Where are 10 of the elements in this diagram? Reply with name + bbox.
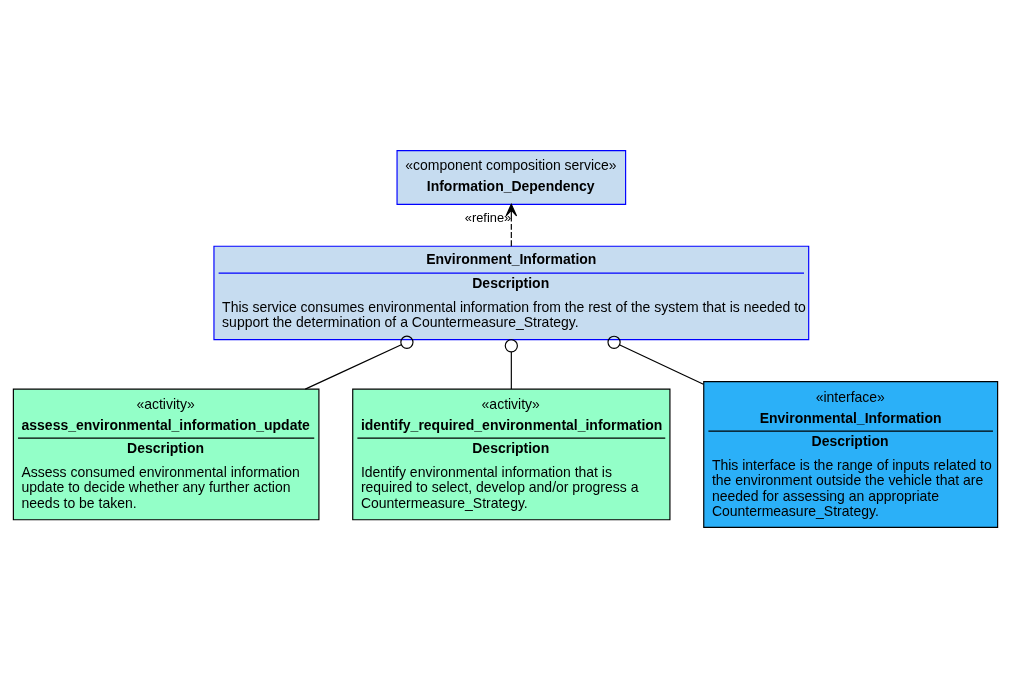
connector <box>504 338 518 390</box>
arrow <box>505 203 518 247</box>
node-box: Environment_Information Description This service consumes environmental information from the rest of the system that is needed to support the determination of a Countermeasure_Strategy. <box>213 245 810 340</box>
connector <box>607 335 704 385</box>
edge-label: «refine» <box>464 209 512 225</box>
node-box: «interface» Environmental_Information Description This interface is the range of inputs related to the environment outside the vehicle that are needed for assessing an appropriate Countermeasure_Strategy. <box>703 380 999 528</box>
node-box: «activity» identify_required_environmental_information Description Identify environmental information that is required to select, develop and/or progress a Countermeasure_Strategy. <box>352 388 671 520</box>
node-box: «component composition service» Information_Dependency <box>396 149 627 205</box>
connector <box>304 335 414 390</box>
node-box: «activity» assess_environmental_information_update Description Assess consumed environmental information update to decide whether any further action needs to be taken. <box>12 388 320 520</box>
